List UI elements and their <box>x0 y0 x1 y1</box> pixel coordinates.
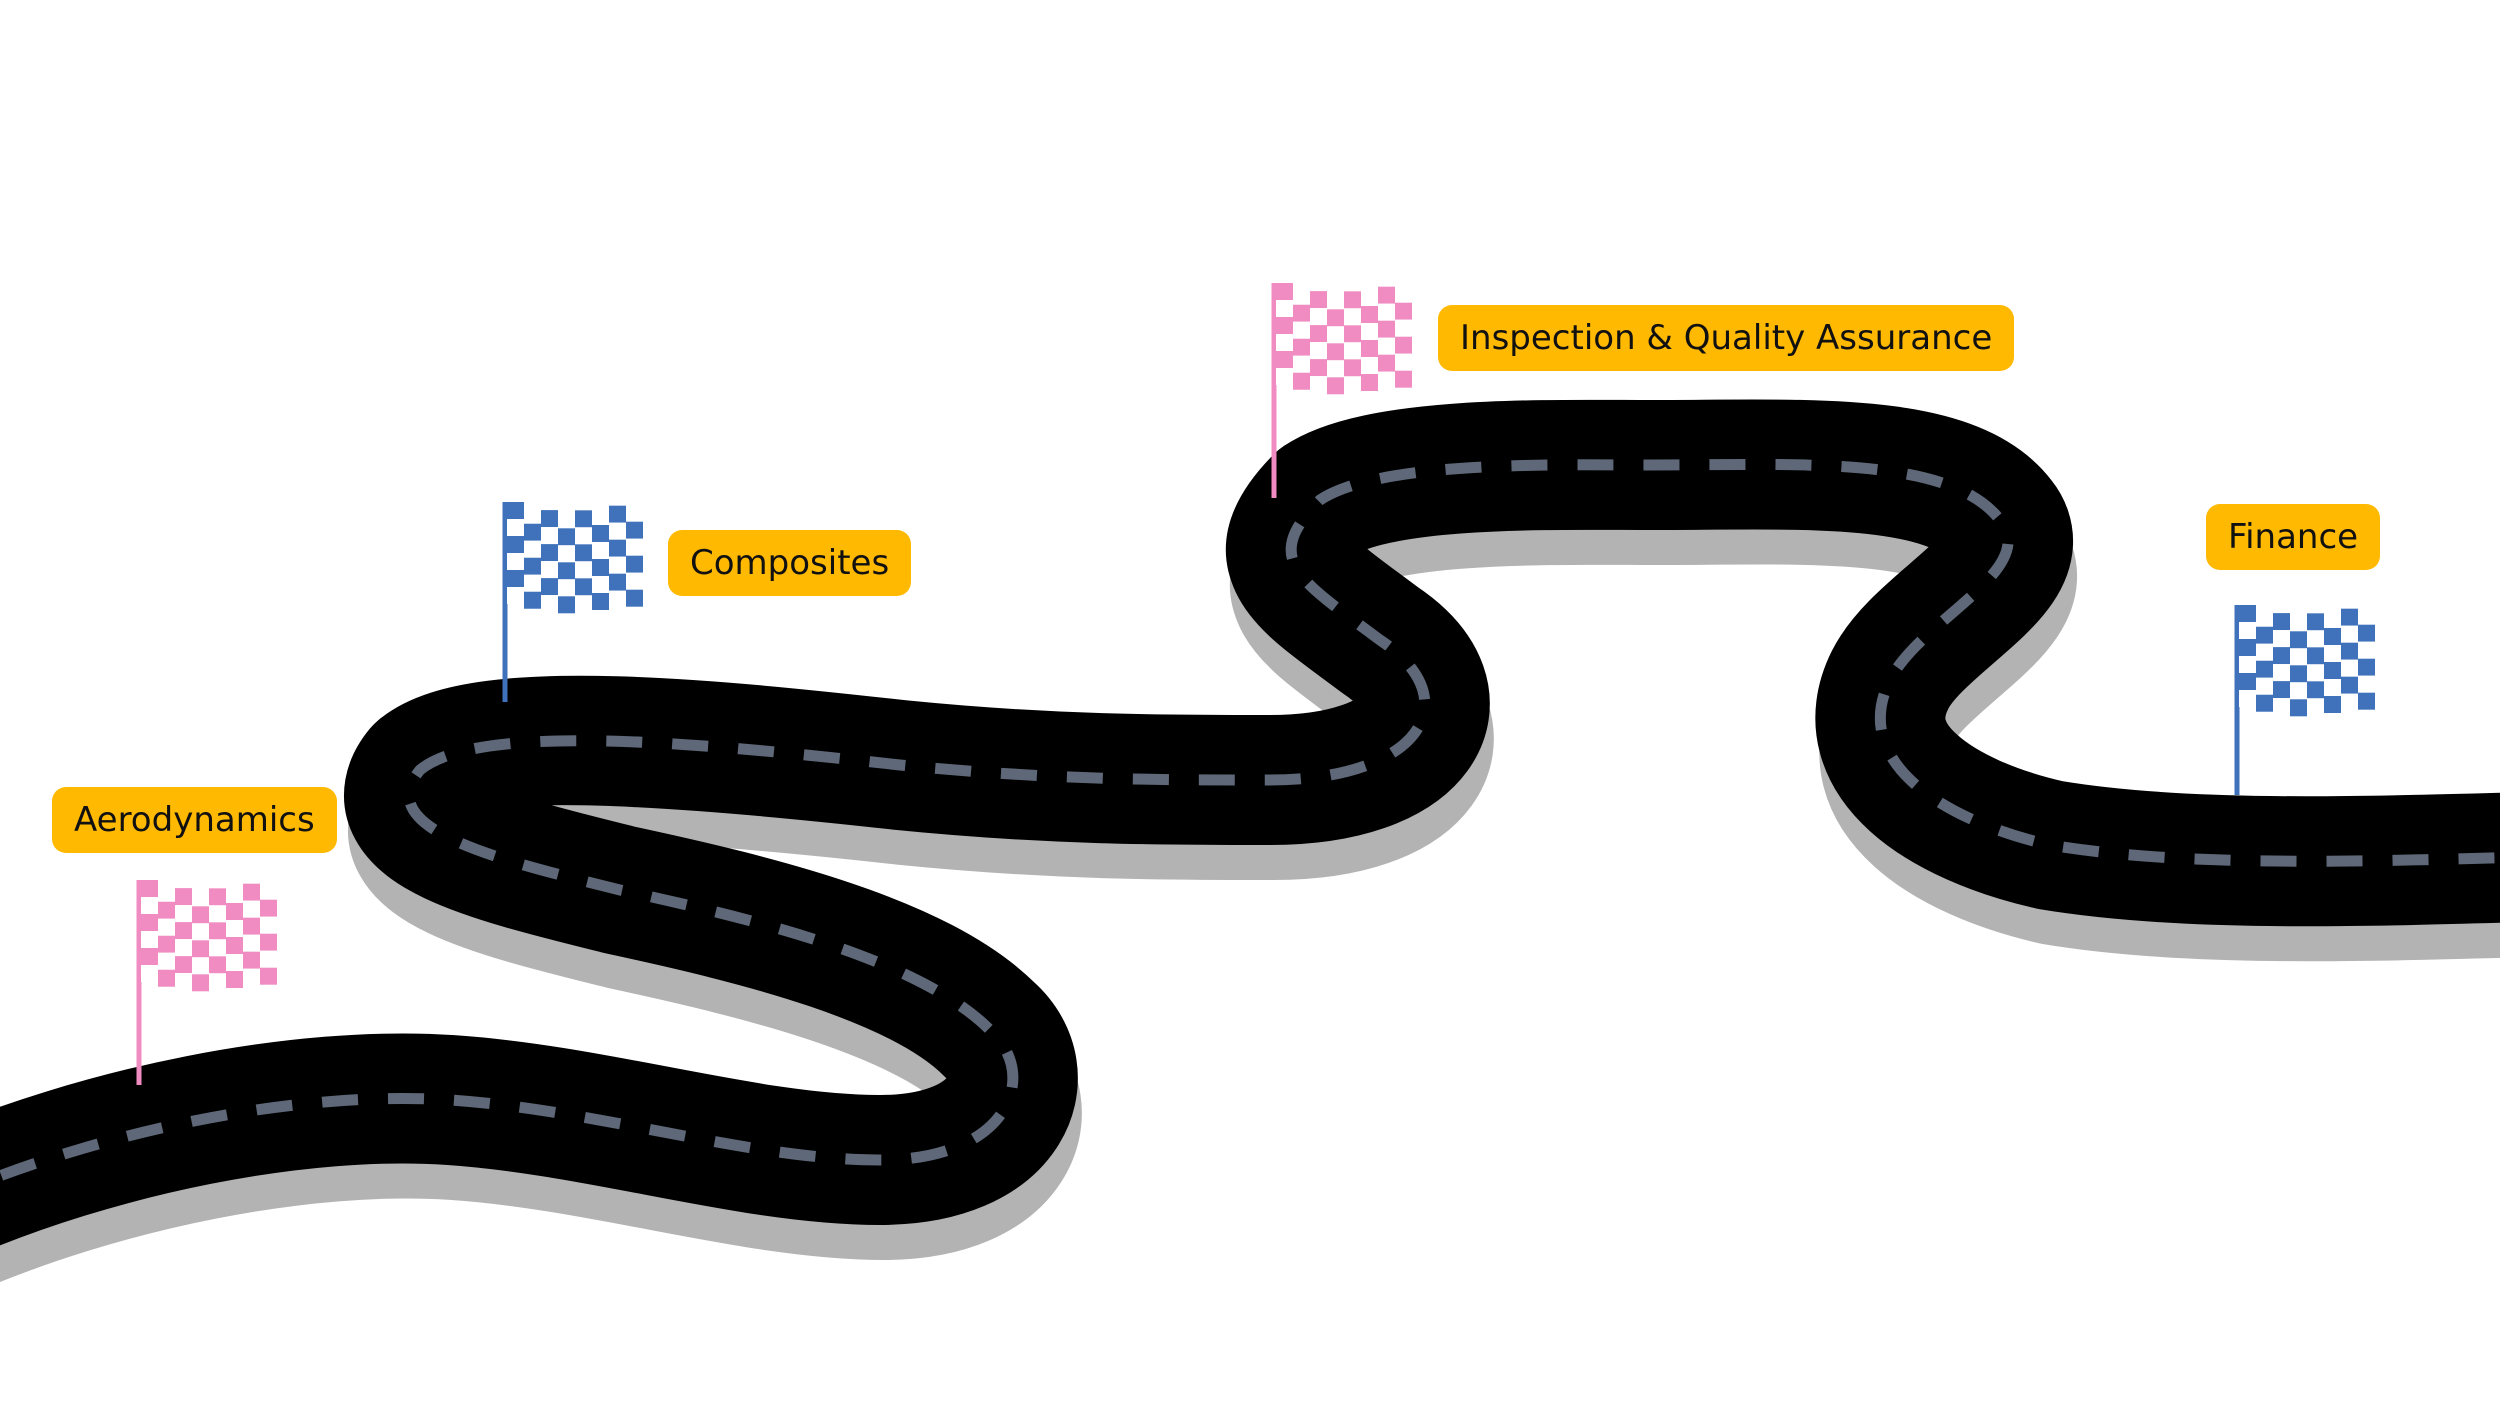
checkered-flag-icon <box>136 880 277 1085</box>
milestone-label-composites: Composites <box>668 530 912 596</box>
checkered-flag-icon <box>502 502 643 702</box>
milestone-label-finance: Finance <box>2206 504 2381 570</box>
road-surface <box>0 464 2500 1200</box>
milestone-label-inspection-quality-assurance: Inspection & Quality Assurance <box>1438 305 2015 371</box>
checkered-flag-icon <box>1271 283 1412 498</box>
checkered-flag-icon <box>2234 605 2375 795</box>
milestone-label-aerodynamics: Aerodynamics <box>52 787 337 853</box>
